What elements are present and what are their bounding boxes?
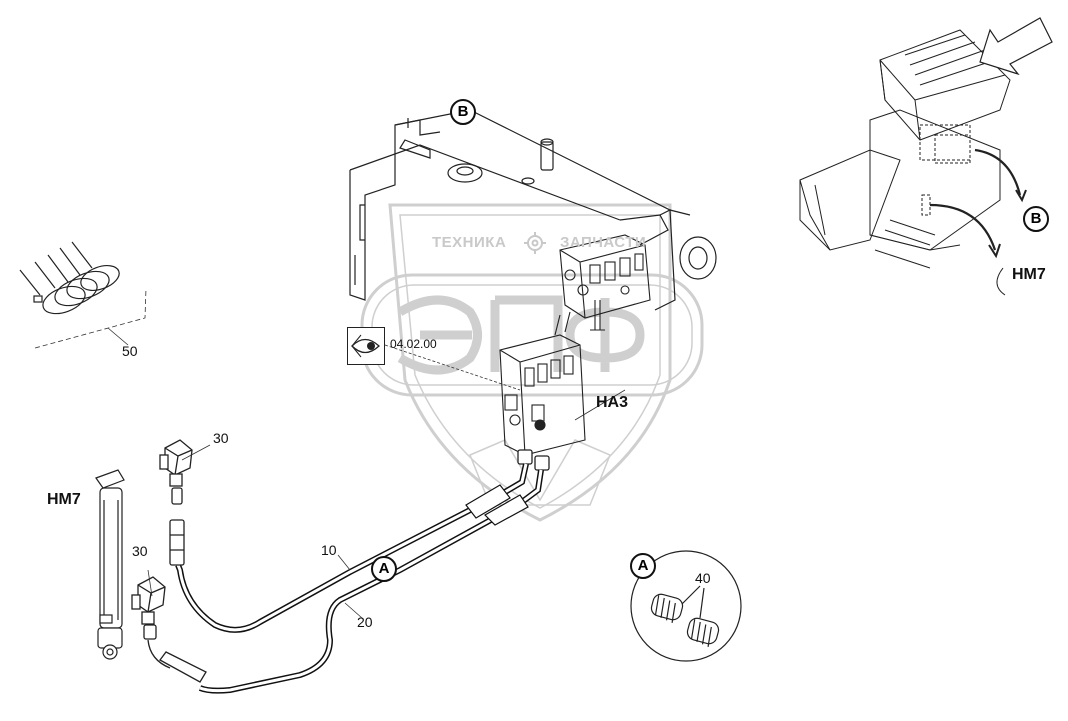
watermark-text-left: ТЕХНИКА: [432, 234, 507, 251]
machine-frame: [349, 109, 717, 311]
gear-icon: [524, 232, 546, 254]
hydraulic-cylinder-hm7: [95, 469, 125, 660]
valve-fittings: [517, 449, 550, 471]
callout-b-top: B: [450, 99, 476, 125]
callout-b-right: B: [1023, 206, 1049, 232]
fitting-30-bottom: [131, 576, 207, 683]
fitting-30-top: [159, 439, 193, 566]
part-number-30-bottom: 30: [132, 543, 148, 559]
part-number-10: 10: [321, 542, 337, 558]
machine-overview: [799, 29, 1027, 296]
part-number-30-top: 30: [213, 430, 229, 446]
hose-crimps-valve: [465, 484, 529, 526]
cable-ties: [19, 241, 120, 315]
eye-reference-icon: [351, 334, 380, 358]
valve-block-lower: [499, 311, 586, 456]
reference-page: 04.02.00: [390, 337, 437, 351]
watermark-letters: [397, 295, 645, 375]
label-hm7-left: HM7: [47, 491, 81, 508]
label-hm7-right: HM7: [1012, 266, 1046, 283]
detail-a-view: [630, 550, 742, 662]
leader-lines: [34, 109, 626, 619]
callout-a-detail: A: [630, 553, 656, 579]
part-number-40: 40: [695, 570, 711, 586]
hose-20: [198, 469, 544, 694]
part-number-20: 20: [357, 614, 373, 630]
watermark-text-right: ЗАПЧАСТИ: [560, 234, 647, 251]
hose-10: [175, 463, 529, 633]
direction-arrow-icon: [979, 17, 1053, 76]
coupling-40: [650, 593, 720, 647]
label-ha3: HA3: [596, 394, 629, 411]
callout-a-main: A: [371, 556, 397, 582]
part-number-50: 50: [122, 343, 138, 359]
valve-block-upper: [559, 234, 651, 331]
